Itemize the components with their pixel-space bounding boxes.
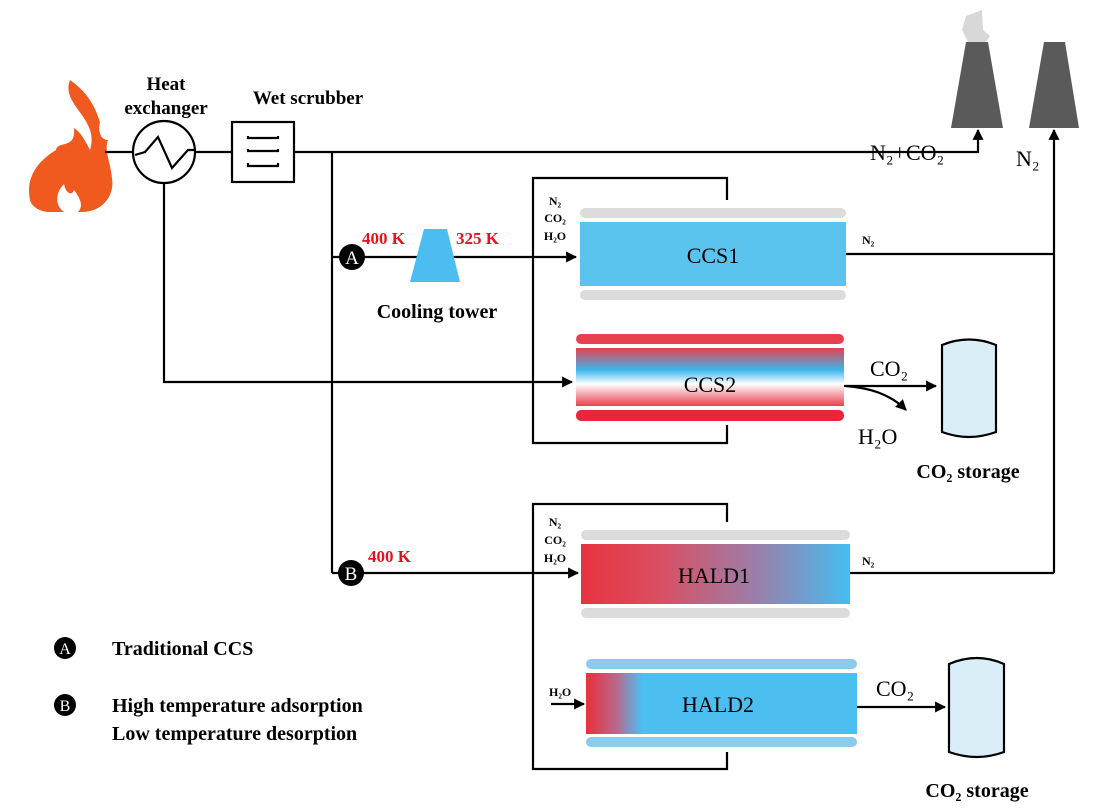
wet-scrubber: Wet scrubber (230, 88, 364, 184)
temp-label-a-in: 400 K (362, 229, 406, 248)
heat-exchanger-label-2: exchanger (124, 98, 208, 119)
svg-text:B: B (60, 698, 71, 715)
svg-text:A: A (345, 248, 359, 269)
hald1-column: HALD1 (581, 530, 850, 618)
hald2-co2-label: CO₂ (876, 676, 914, 701)
heat-exchanger: Heat exchanger (124, 74, 208, 185)
svg-text:N₂: N₂ (549, 515, 562, 529)
ccs1-outlet-label: N₂ (862, 233, 875, 247)
svg-text:High temperature adsorption: High temperature adsorption (112, 695, 363, 717)
marker-a: A (339, 244, 365, 270)
legend-item-a: A Traditional CCS (54, 637, 253, 660)
svg-text:A: A (59, 641, 71, 658)
svg-text:N₂: N₂ (549, 194, 562, 208)
legend: A Traditional CCS B High temperature ads… (54, 637, 363, 745)
ccs-bracket (531, 176, 729, 445)
hald1-outlet-label: N₂ (862, 554, 875, 568)
wet-scrubber-label: Wet scrubber (253, 88, 364, 109)
svg-text:CO₂: CO₂ (544, 533, 566, 547)
flame-icon (29, 80, 113, 212)
legend-item-b: B High temperature adsorption Low temper… (54, 694, 363, 745)
svg-text:H₂O: H₂O (544, 229, 566, 243)
ccs2-h2o-outlet (845, 384, 907, 411)
temp-label-a-out: 325 K (456, 229, 500, 248)
ccs1-column: CCS1 (580, 208, 846, 300)
ccs2-column: CCS2 (576, 334, 844, 421)
hald2-label: HALD2 (682, 692, 754, 717)
svg-text:B: B (345, 564, 358, 585)
hald1-label: HALD1 (678, 563, 750, 588)
svg-text:H₂O: H₂O (544, 551, 566, 565)
chimney-icon (951, 10, 1003, 128)
flue-lines (105, 128, 1060, 579)
chimney-icon (1029, 42, 1079, 128)
hald2-inlet-label: H₂O (549, 685, 571, 699)
ccs2-label: CCS2 (684, 372, 737, 397)
hald2-column: HALD2 (586, 659, 857, 747)
feed-gas-label: N₂ CO₂ H₂O (544, 515, 566, 565)
ccs2-co2-label: CO₂ (870, 356, 908, 381)
cooling-tower-label: Cooling tower (377, 301, 498, 323)
co2-storage-tank-icon (940, 338, 998, 439)
hald-bracket (531, 502, 729, 771)
co2-storage-tank-icon (947, 656, 1006, 759)
marker-b: B (338, 560, 364, 586)
temp-label-b-in: 400 K (368, 547, 412, 566)
ccs2-h2o-label: H₂O (858, 424, 897, 449)
svg-text:Low temperature desorption: Low temperature desorption (112, 723, 357, 745)
cooling-tower-icon (410, 229, 460, 282)
svg-text:CO₂: CO₂ (544, 211, 566, 225)
feed-gas-label: N₂ CO₂ H₂O (544, 194, 566, 243)
stack-flow-label: N₂+CO₂ (870, 140, 944, 165)
svg-text:Traditional CCS: Traditional CCS (112, 638, 253, 660)
stack-n2-label: N₂ (1016, 146, 1040, 171)
ccs1-label: CCS1 (687, 243, 740, 268)
co2-storage-label: CO₂ storage (916, 461, 1019, 483)
co2-storage-label: CO₂ storage (925, 780, 1028, 802)
heat-exchanger-label: Heat (146, 74, 186, 95)
